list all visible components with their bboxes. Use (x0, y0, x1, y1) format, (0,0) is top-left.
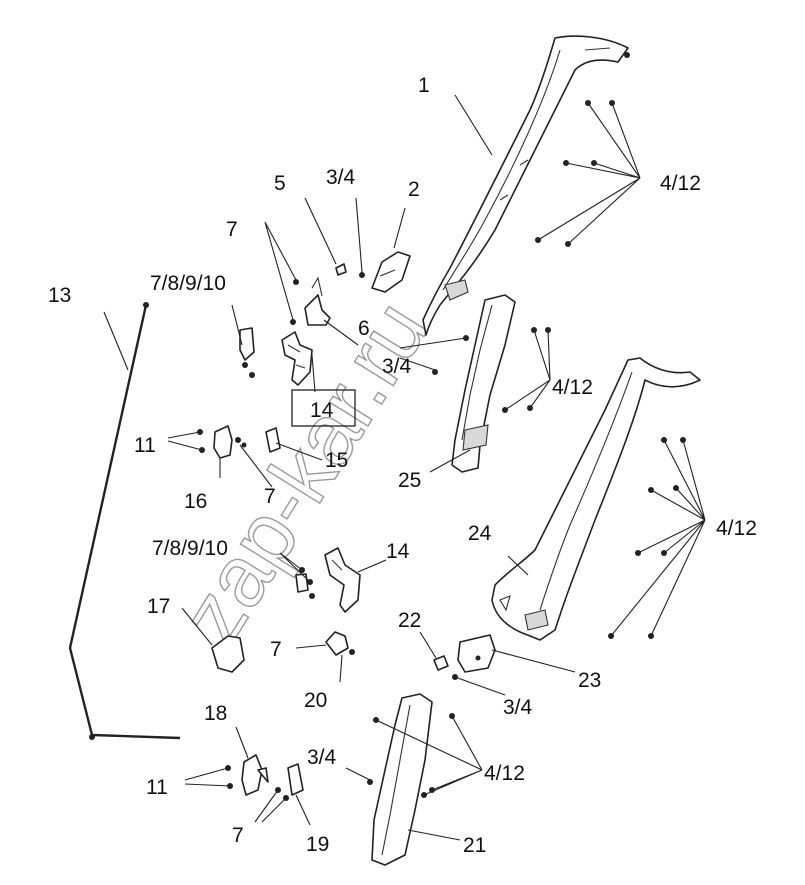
part-18-lower-latch (241, 754, 269, 796)
part-14-lower-handle (324, 547, 361, 613)
callout-21: 21 (463, 834, 486, 857)
callout-14-lower: 14 (386, 540, 410, 563)
callout-3-4-mid: 3/4 (382, 355, 412, 378)
callout-7-top: 7 (226, 218, 238, 241)
callout-7-lower: 7 (270, 638, 282, 661)
callout-23: 23 (578, 669, 601, 692)
part-78910-upper-fasteners (239, 327, 255, 378)
part-5-clip (335, 263, 347, 276)
callout-3-4-bottom: 3/4 (307, 746, 337, 769)
part-15-striker (265, 427, 281, 453)
callout-7-8-9-10-top: 7/8/9/10 (150, 272, 226, 295)
callout-17: 17 (147, 595, 170, 618)
part-22-clip (433, 655, 449, 671)
callout-14-boxed: 14 (310, 399, 334, 422)
part-2-cover (371, 251, 411, 293)
callout-16: 16 (184, 490, 207, 513)
part-25-pillar-lower-trim (451, 294, 516, 473)
callout-15: 15 (325, 449, 348, 472)
part-24-b-pillar-upper-trim (491, 357, 701, 641)
part-6-bracket (304, 276, 331, 326)
part-19-lower-striker (287, 763, 304, 796)
callout-11-lower: 11 (146, 776, 168, 799)
callout-4-12-right: 4/12 (716, 517, 757, 540)
callout-7-mid: 7 (264, 485, 276, 508)
callout-labels: 1 4/12 2 3/4 5 7 7/8/9/10 13 6 3/4 4/12 … (48, 74, 757, 857)
callout-box-14 (291, 389, 356, 427)
callout-24: 24 (468, 522, 492, 545)
callout-3-4-lower-right: 3/4 (503, 696, 533, 719)
callout-4-12-bottom: 4/12 (484, 762, 525, 785)
callout-1: 1 (418, 74, 430, 97)
callout-3-4-top: 3/4 (326, 166, 356, 189)
callout-5: 5 (274, 172, 286, 195)
callout-7-bottom: 7 (232, 824, 244, 847)
callout-6: 6 (358, 317, 370, 340)
callout-19: 19 (306, 833, 329, 856)
part-16-latch (213, 425, 247, 459)
part-14-upper-handle (281, 331, 313, 386)
callout-2: 2 (408, 178, 420, 201)
callout-11-upper: 11 (134, 434, 156, 457)
callout-22: 22 (398, 609, 421, 632)
part-17-cover (211, 635, 245, 673)
part-20-hinge (325, 631, 355, 656)
callout-7-8-9-10-lower: 7/8/9/10 (152, 537, 228, 560)
callout-20: 20 (304, 689, 327, 712)
part-13-rod (68, 302, 181, 740)
callout-4-12-mid: 4/12 (552, 376, 593, 399)
callout-13: 13 (48, 284, 71, 307)
part-21-b-pillar-lower-trim (371, 693, 433, 866)
callout-25: 25 (398, 469, 421, 492)
part-1-a-pillar-trim (422, 35, 629, 336)
part-23-cover (457, 634, 496, 673)
callout-4-12-top: 4/12 (660, 172, 701, 195)
callout-18: 18 (204, 702, 227, 725)
leader-lines (103, 94, 706, 841)
